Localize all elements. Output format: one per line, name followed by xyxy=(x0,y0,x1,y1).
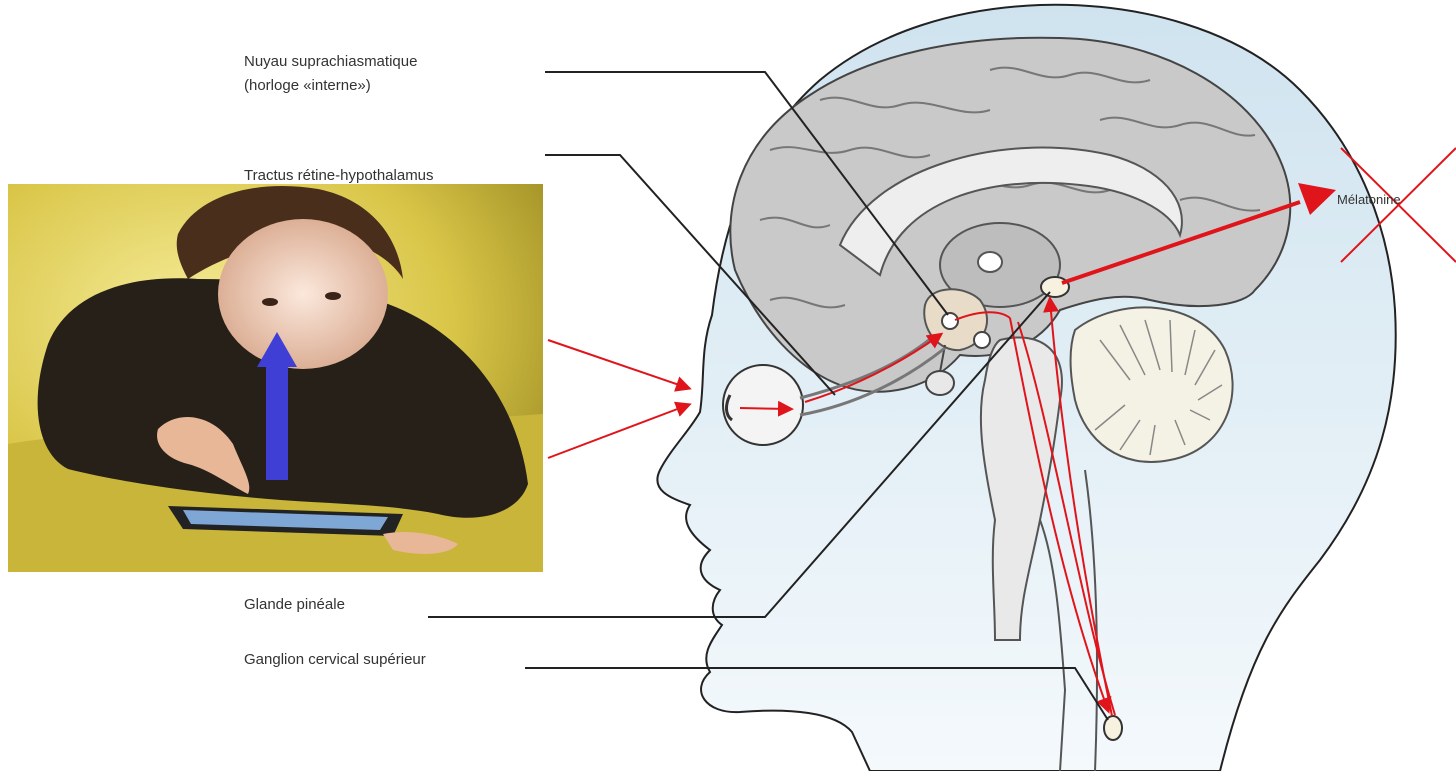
label-cervical-ganglion: Ganglion cervical supérieur xyxy=(244,648,426,672)
cerebellum xyxy=(1070,307,1232,462)
label-scn-line1: Nuyau suprachiasmatique xyxy=(244,50,417,74)
eye xyxy=(723,365,803,445)
baby-face xyxy=(218,219,388,369)
pituitary xyxy=(926,371,954,395)
baby-phone-photo xyxy=(8,184,543,572)
label-suprachiasmatic-nucleus: Nuyau suprachiasmatique (horloge «intern… xyxy=(244,50,417,98)
label-scn-line2: (horloge «interne») xyxy=(244,74,417,98)
label-pineal-gland: Glande pinéale xyxy=(244,593,345,617)
label-melatonin: Mélatonine xyxy=(1337,188,1401,212)
suprachiasmatic-nucleus xyxy=(942,313,958,329)
